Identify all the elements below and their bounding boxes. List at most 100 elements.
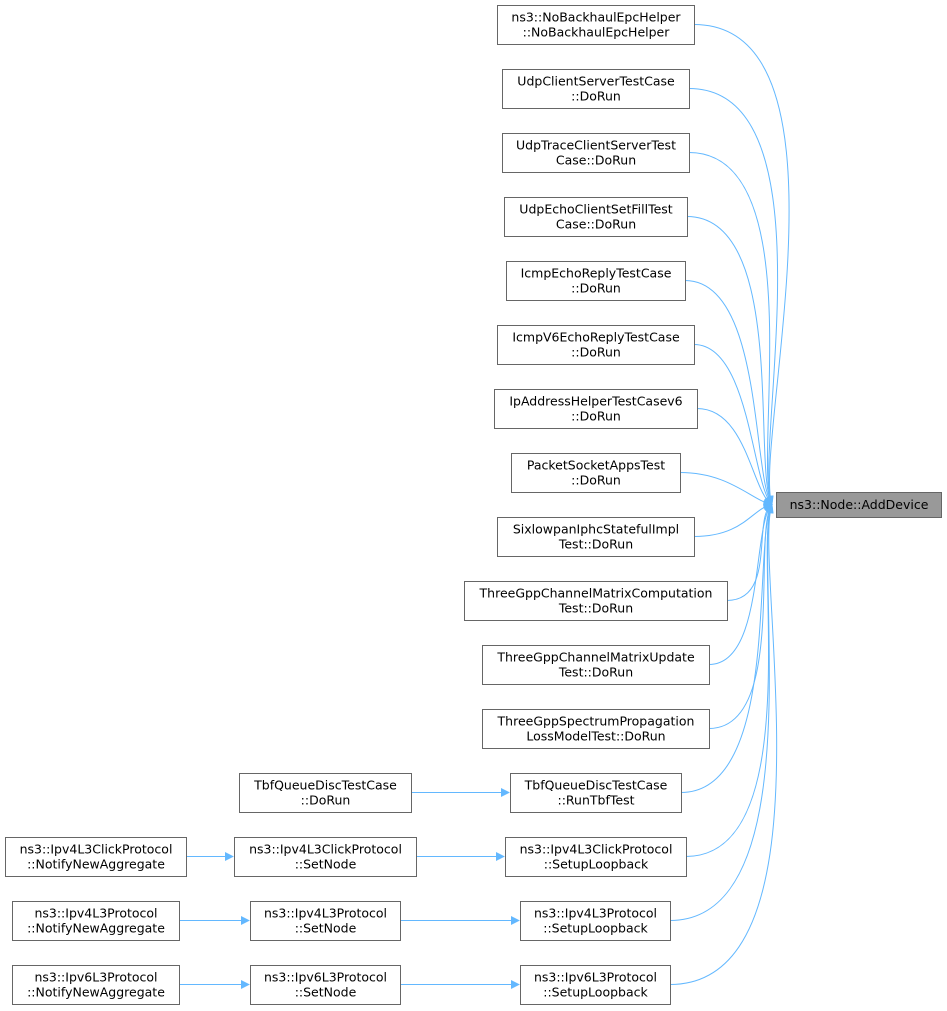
node-label-line: ::NotifyNewAggregate xyxy=(27,985,165,1000)
nodes-layer: ns3::NoBackhaulEpcHelper::NoBackhaulEpcH… xyxy=(5,5,942,1005)
node-label-line: UdpTraceClientServerTest xyxy=(516,138,676,153)
caller-node[interactable]: TbfQueueDiscTestCase::DoRun xyxy=(239,773,412,813)
node-label-line: ::DoRun xyxy=(301,793,351,808)
node-label-line: Case::DoRun xyxy=(556,153,636,168)
node-label-line: ns3::Ipv4L3ClickProtocol xyxy=(520,842,673,857)
node-label-line: ::DoRun xyxy=(571,89,621,104)
node-label-line: ::DoRun xyxy=(571,281,621,296)
call-edge-n13-to-target xyxy=(680,503,773,793)
node-label-line: UdpEchoClientSetFillTest xyxy=(519,202,672,217)
call-edge-n1-to-target xyxy=(693,24,790,506)
node-label-line: IcmpEchoReplyTestCase xyxy=(521,266,672,281)
node-label-line: ::NotifyNewAggregate xyxy=(27,921,165,936)
node-label-line: ThreeGppChannelMatrixUpdate xyxy=(496,650,695,665)
target-function-node[interactable]: ns3::Node::AddDevice xyxy=(776,492,942,518)
caller-node[interactable]: ThreeGppChannelMatrixComputationTest::Do… xyxy=(464,581,728,621)
node-box[interactable] xyxy=(12,901,180,941)
node-box[interactable] xyxy=(511,453,681,493)
call-edge-n3-to-target xyxy=(688,152,773,506)
caller-node[interactable]: ns3::Ipv4L3Protocol::SetNode xyxy=(250,901,401,941)
node-label-line: UdpClientServerTestCase xyxy=(517,74,675,89)
node-label-line: ::SetupLoopback xyxy=(543,921,648,936)
call-edge-n2-to-target xyxy=(688,88,779,506)
node-label-line: ::SetNode xyxy=(295,985,357,1000)
node-label-line: ns3::Ipv4L3Protocol xyxy=(534,906,657,921)
caller-node[interactable]: IcmpV6EchoReplyTestCase::DoRun xyxy=(497,325,695,365)
node-box[interactable] xyxy=(482,709,710,749)
caller-node[interactable]: ns3::Ipv4L3Protocol::NotifyNewAggregate xyxy=(12,901,180,941)
node-label-line: IcmpV6EchoReplyTestCase xyxy=(512,330,680,345)
caller-node[interactable]: IpAddressHelperTestCasev6::DoRun xyxy=(494,389,698,429)
node-box[interactable] xyxy=(497,325,695,365)
node-label-line: PacketSocketAppsTest xyxy=(527,458,665,473)
node-box[interactable] xyxy=(497,517,695,557)
node-box[interactable] xyxy=(250,901,401,941)
call-edge-n6-to-target xyxy=(693,344,773,506)
node-label-line: Test::DoRun xyxy=(558,601,633,616)
node-label-line: ::DoRun xyxy=(571,409,621,424)
node-label-line: ns3::Ipv4L3Protocol xyxy=(34,906,157,921)
node-label-line: TbfQueueDiscTestCase xyxy=(253,778,397,793)
node-box[interactable] xyxy=(502,133,690,173)
node-label-line: TbfQueueDiscTestCase xyxy=(524,778,668,793)
node-label-line: ::SetupLoopback xyxy=(543,985,648,1000)
node-label-line: ns3::Ipv6L3Protocol xyxy=(264,970,387,985)
call-edge-n4-to-target xyxy=(686,216,773,506)
caller-node[interactable]: ns3::Ipv6L3Protocol::NotifyNewAggregate xyxy=(12,965,180,1005)
call-edge-n8-to-target xyxy=(679,472,773,508)
node-box[interactable] xyxy=(506,261,686,301)
node-label-line: ThreeGppSpectrumPropagation xyxy=(497,714,695,729)
target-node-box[interactable] xyxy=(776,492,942,518)
caller-node[interactable]: ns3::NoBackhaulEpcHelper::NoBackhaulEpcH… xyxy=(497,5,695,45)
caller-node[interactable]: ns3::Ipv4L3ClickProtocol::SetupLoopback xyxy=(505,837,687,877)
caller-node[interactable]: ns3::Ipv6L3Protocol::SetupLoopback xyxy=(520,965,671,1005)
node-label-line: ThreeGppChannelMatrixComputation xyxy=(479,586,713,601)
node-label-line: ::RunTbfTest xyxy=(558,793,635,808)
node-box[interactable] xyxy=(497,5,695,45)
call-edge-n7-to-target xyxy=(696,408,773,505)
node-box[interactable] xyxy=(510,773,682,813)
node-label-line: Test::DoRun xyxy=(558,665,633,680)
caller-node[interactable]: IcmpEchoReplyTestCase::DoRun xyxy=(506,261,686,301)
call-edge-n5-to-target xyxy=(684,280,773,506)
node-label-line: Test::DoRun xyxy=(558,537,633,552)
call-edge-n21-to-target xyxy=(669,503,778,985)
node-box[interactable] xyxy=(504,197,688,237)
caller-node[interactable]: ns3::Ipv4L3Protocol::SetupLoopback xyxy=(520,901,671,941)
node-box[interactable] xyxy=(494,389,698,429)
edges-layer xyxy=(179,24,790,989)
node-label-line: ns3::Ipv4L3ClickProtocol xyxy=(20,842,173,857)
node-label-line: SixlowpanIphcStatefulImpl xyxy=(513,522,679,537)
node-box[interactable] xyxy=(239,773,412,813)
node-box[interactable] xyxy=(250,965,401,1005)
node-label-line: ::SetNode xyxy=(295,921,357,936)
node-label-line: ::DoRun xyxy=(571,345,621,360)
node-box[interactable] xyxy=(464,581,728,621)
node-label-line: ns3::Node::AddDevice xyxy=(790,497,929,512)
node-box[interactable] xyxy=(520,901,671,941)
caller-node[interactable]: ns3::Ipv4L3ClickProtocol::NotifyNewAggre… xyxy=(5,837,187,877)
node-box[interactable] xyxy=(5,837,187,877)
node-box[interactable] xyxy=(502,69,690,109)
call-edge-n18-to-target xyxy=(669,503,774,921)
node-box[interactable] xyxy=(520,965,671,1005)
call-edge-n9-to-target xyxy=(693,501,773,537)
node-box[interactable] xyxy=(482,645,710,685)
caller-node[interactable]: PacketSocketAppsTest::DoRun xyxy=(511,453,681,493)
node-box[interactable] xyxy=(12,965,180,1005)
node-box[interactable] xyxy=(505,837,687,877)
node-label-line: ::SetupLoopback xyxy=(544,857,649,872)
caller-node[interactable]: ns3::Ipv4L3ClickProtocol::SetNode xyxy=(234,837,417,877)
caller-node[interactable]: TbfQueueDiscTestCase::RunTbfTest xyxy=(510,773,682,813)
node-label-line: ::DoRun xyxy=(571,473,621,488)
node-box[interactable] xyxy=(234,837,417,877)
caller-node[interactable]: ns3::Ipv6L3Protocol::SetNode xyxy=(250,965,401,1005)
caller-node[interactable]: ThreeGppSpectrumPropagationLossModelTest… xyxy=(482,709,710,749)
caller-node[interactable]: UdpClientServerTestCase::DoRun xyxy=(502,69,690,109)
node-label-line: ns3::Ipv4L3Protocol xyxy=(264,906,387,921)
